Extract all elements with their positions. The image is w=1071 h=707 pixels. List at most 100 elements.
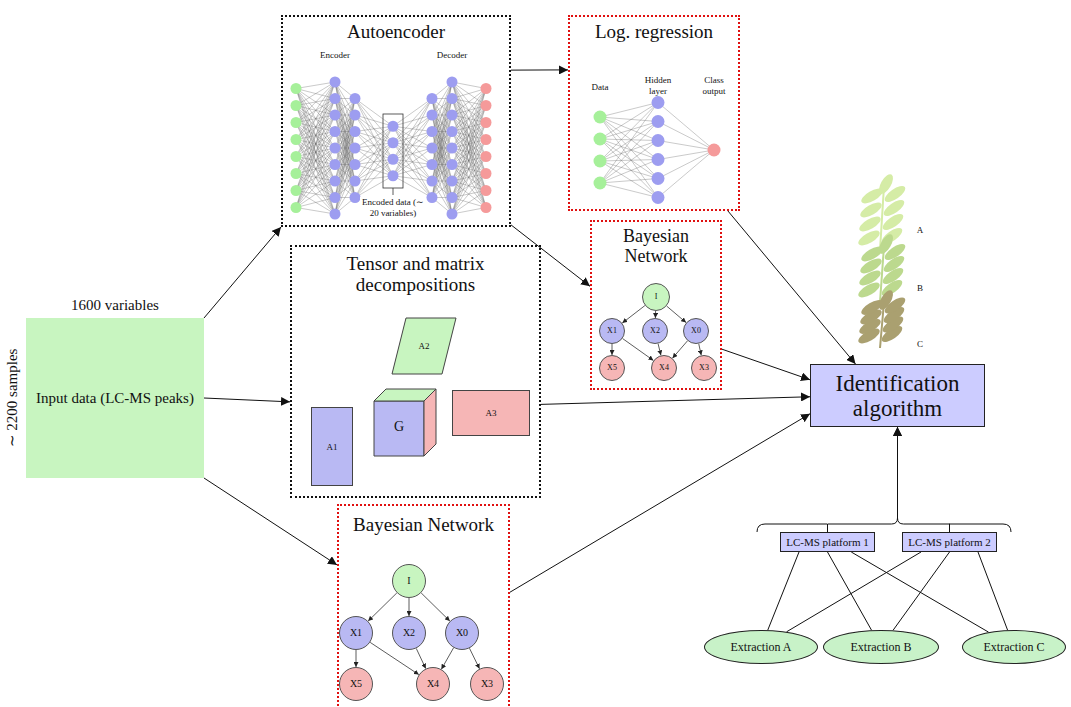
node-label: A3 — [486, 408, 497, 418]
flow-arrow — [204, 227, 281, 318]
neuron-dot — [481, 134, 492, 145]
panel-title: Autoencoder — [283, 21, 509, 42]
neuron-dot — [594, 155, 607, 168]
network-link — [335, 99, 355, 149]
neuron-dot — [388, 170, 399, 181]
neuron-dot — [427, 192, 438, 203]
neuron-dot — [291, 151, 302, 162]
node-label: X1 — [607, 327, 617, 335]
neuron-dot — [291, 83, 302, 94]
layer-label: Encoded data (∼ 20 variables) — [360, 197, 426, 219]
neuron-dot — [291, 100, 302, 111]
neuron-dot — [447, 143, 458, 154]
network-link — [600, 139, 658, 198]
node-label: X3 — [699, 364, 709, 372]
network-link — [355, 115, 393, 143]
input-data-box: 1600 variablesInput data (LC-MS peaks)∼ … — [26, 318, 204, 478]
network-arrow — [356, 650, 357, 667]
neuron-dot — [652, 115, 665, 128]
network-link — [600, 117, 658, 160]
network-link — [452, 89, 486, 182]
network-link — [658, 150, 714, 198]
neuron-dot — [291, 168, 302, 179]
bayesian-network-panel: Bayesian NetworkIX1X2X0X5X4X3 — [337, 504, 510, 707]
network-link — [355, 126, 393, 181]
flow-arrow — [722, 349, 810, 380]
neuron-dot — [447, 192, 458, 203]
neuron-dot — [447, 176, 458, 187]
network-link — [658, 122, 714, 151]
network-link — [393, 159, 432, 181]
log-regression-panel: Log. regression — [568, 15, 740, 211]
network-link — [393, 176, 432, 198]
network-link — [600, 139, 658, 179]
node-label: Identification algorithm — [811, 371, 984, 421]
extraction-ellipse: Extraction C — [962, 630, 1066, 664]
neuron-dot — [330, 126, 341, 137]
node-label: X0 — [456, 628, 468, 638]
plant-label: C — [913, 339, 927, 350]
network-link — [296, 181, 335, 208]
network-link — [296, 99, 335, 208]
flow-arrow — [510, 414, 810, 592]
network-link — [393, 143, 432, 181]
neuron-dot — [447, 209, 458, 220]
network-arrow — [409, 598, 410, 616]
network-link — [452, 140, 486, 215]
node-label: X4 — [659, 364, 669, 372]
neuron-dot — [481, 168, 492, 179]
neuron-dot — [330, 143, 341, 154]
network-node: X3 — [691, 355, 717, 381]
network-link — [296, 165, 335, 208]
flow-arrow — [511, 69, 568, 70]
plant-label: B — [913, 283, 927, 294]
node-label: I — [407, 576, 410, 586]
network-node: X3 — [470, 667, 504, 701]
neuron-dot — [330, 77, 341, 88]
network-link — [296, 82, 335, 174]
neuron-dot — [481, 151, 492, 162]
network-link — [296, 157, 335, 215]
cube-face — [424, 389, 436, 456]
neuron-dot — [652, 191, 665, 204]
neuron-dot — [350, 110, 361, 121]
neuron-dot — [447, 126, 458, 137]
neuron-dot — [481, 202, 492, 213]
network-node: X0 — [445, 616, 479, 650]
network-link — [296, 82, 335, 191]
network-link — [432, 82, 452, 132]
network-node: X2 — [642, 318, 668, 344]
network-link — [335, 99, 355, 149]
neuron-dot — [594, 177, 607, 190]
network-link — [600, 122, 658, 140]
neuron-dot — [350, 176, 361, 187]
network-node: I — [642, 283, 670, 311]
node-label: A1 — [327, 442, 338, 452]
neuron-dot — [330, 209, 341, 220]
neuron-dot — [350, 159, 361, 170]
network-link — [600, 122, 658, 184]
autoencoder-panel: Autoencoder — [281, 15, 511, 227]
network-link — [600, 141, 658, 184]
network-link — [600, 161, 658, 198]
network-link — [393, 99, 432, 176]
node-label: Extraction C — [984, 640, 1045, 655]
network-link — [658, 141, 714, 151]
flow-arrow — [728, 211, 856, 364]
network-link — [393, 176, 432, 181]
plant-label: A — [913, 225, 927, 236]
neuron-dot — [330, 110, 341, 121]
platform-box: LC-MS platform 1 — [780, 532, 875, 552]
neuron-dot — [652, 172, 665, 185]
network-link — [600, 141, 658, 162]
factor-matrix: A2 — [392, 318, 456, 374]
leaflet — [876, 172, 896, 196]
leaflet — [856, 228, 882, 249]
network-link — [600, 117, 658, 198]
layer-label: Data — [580, 82, 620, 93]
network-link — [355, 126, 393, 197]
network-link — [452, 123, 486, 215]
network-arrow — [612, 344, 613, 355]
factor-matrix: A3 — [452, 390, 530, 436]
